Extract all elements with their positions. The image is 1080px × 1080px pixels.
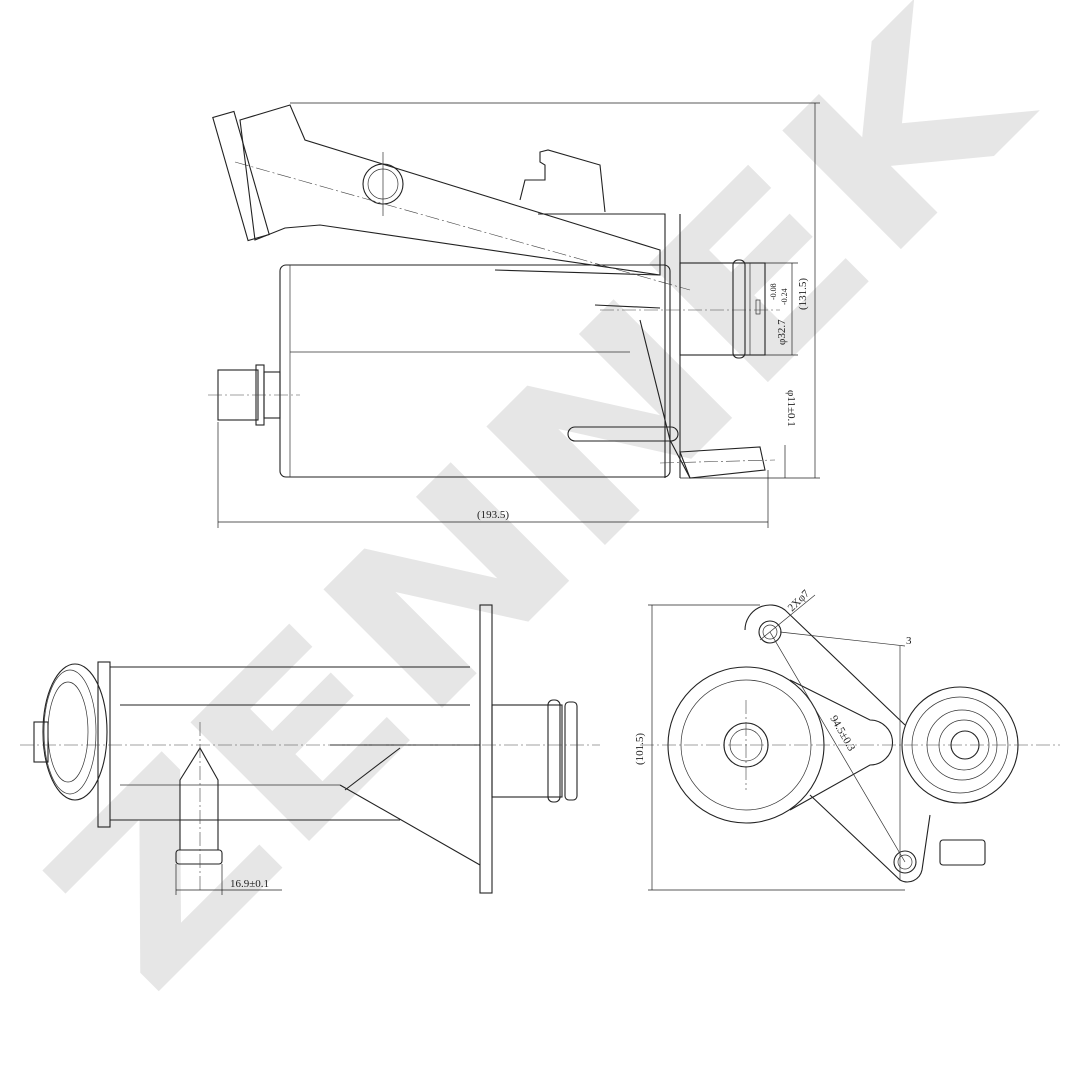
dim-end-view-height: (101.5) [634, 733, 646, 765]
dim-overall-length: (193.5) [477, 509, 509, 521]
dim-outlet-diameter: φ32.7 [776, 319, 788, 345]
dim-flange-thickness: 3 [906, 635, 912, 647]
dim-pipe-offset: 16.9±0.1 [230, 878, 269, 890]
end-view: 2Xφ7 3 94.5±0.3 (101.5) [634, 587, 1060, 891]
dim-hole-spacing: 94.5±0.3 [827, 714, 857, 754]
dim-outlet-tol-lower: -0.24 [780, 288, 789, 305]
dim-small-pipe-diameter: φ11±0.1 [785, 390, 797, 427]
dim-outlet-tol-upper: -0.08 [769, 283, 778, 300]
top-view: 16.9±0.1 [20, 604, 600, 895]
side-view: (131.5) φ32.7 -0.08 -0.24 φ11±0.1 (193.5… [208, 102, 820, 528]
dim-overall-height: (131.5) [797, 278, 809, 310]
